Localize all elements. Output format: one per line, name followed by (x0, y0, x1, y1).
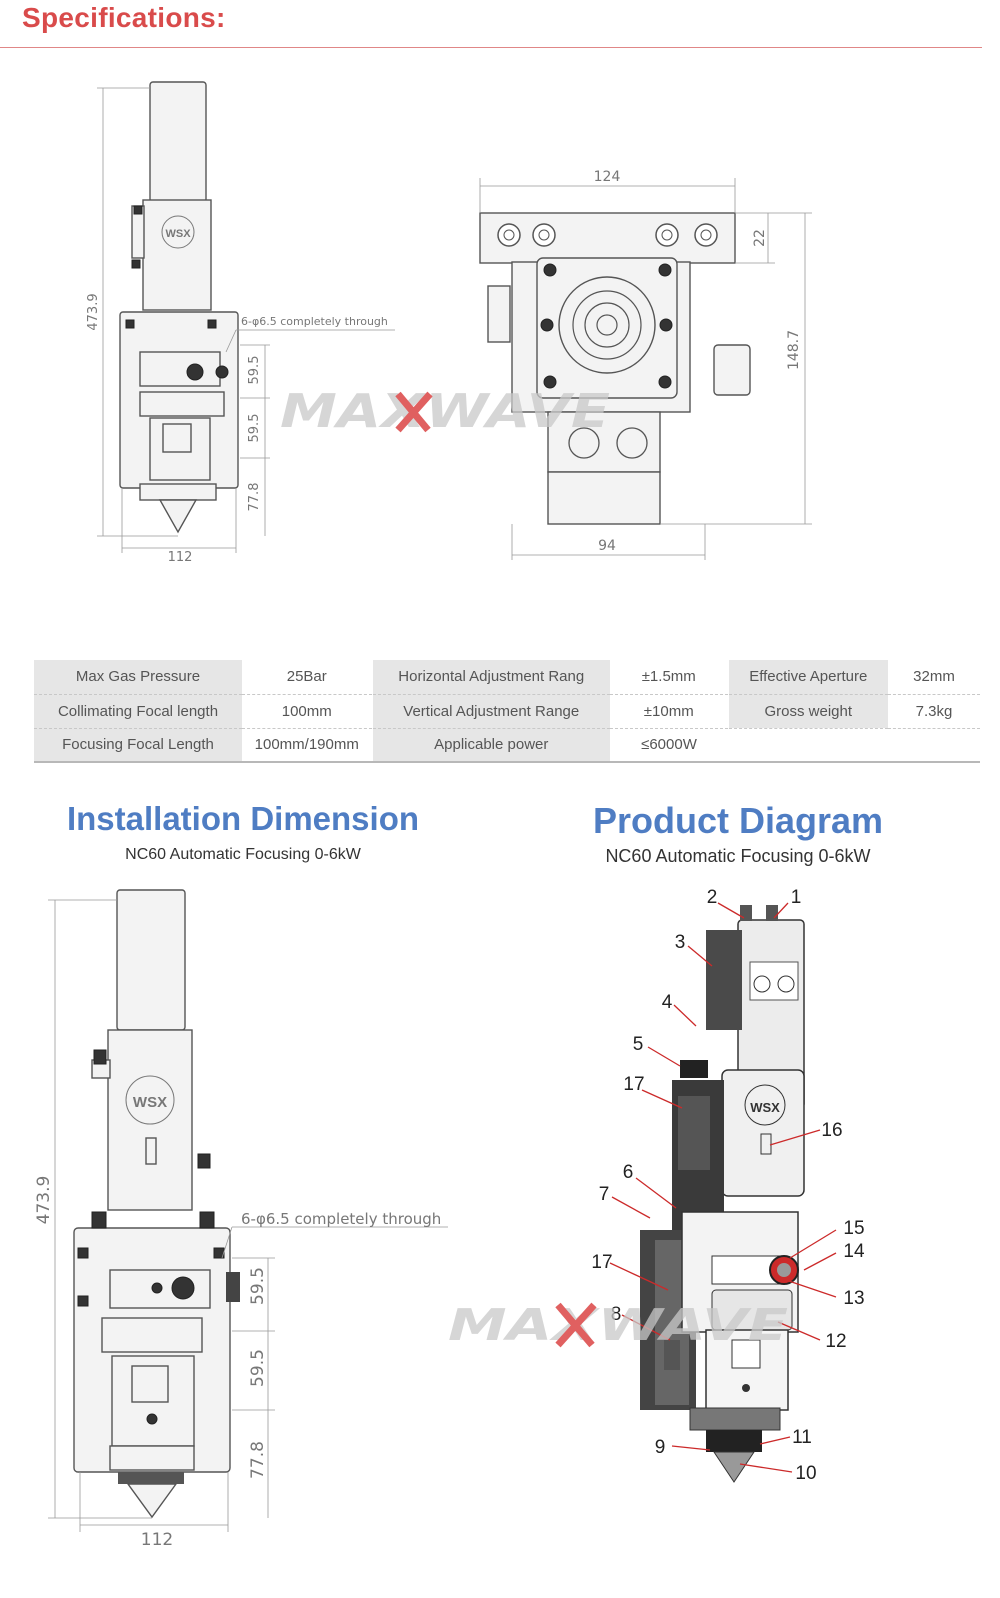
callout-15: 15 (843, 1218, 864, 1239)
callout-4: 4 (662, 992, 673, 1013)
install-height-label: 473.9 (34, 1176, 54, 1225)
side-dim-c: 77.8 (247, 483, 262, 512)
callout-17-lower: 17 (591, 1252, 612, 1273)
table-cell-label: Effective Aperture (727, 660, 888, 695)
table-cell-label: Collimating Focal length (34, 694, 242, 729)
total-height-label: 148.7 (786, 330, 802, 370)
table-cell-empty (728, 728, 888, 763)
table-cell-label: Focusing Focal Length (34, 728, 242, 763)
side-hole-note: 6-φ6.5 completely through (241, 315, 388, 328)
product-illustration: WSX (640, 905, 805, 1483)
side-dim-b: 59.5 (247, 414, 262, 443)
svg-text:WSX: WSX (165, 228, 191, 240)
callout-12: 12 (825, 1331, 846, 1352)
svg-text:WSX: WSX (133, 1094, 167, 1111)
table-cell-empty (888, 728, 980, 763)
table-cell-value: ±10mm (610, 694, 728, 729)
top-width-label: 124 (594, 169, 621, 185)
watermark-x-mark-top (395, 391, 433, 433)
table-cell-label: Horizontal Adjustment Rang (371, 660, 610, 695)
table-cell-label: Applicable power (371, 728, 610, 763)
side-height-label: 473.9 (86, 293, 101, 330)
table-cell-label: Gross weight (727, 694, 888, 729)
callout-8: 8 (611, 1304, 622, 1325)
callout-13: 13 (843, 1288, 864, 1309)
table-row: Collimating Focal length 100mm Vertical … (34, 694, 980, 729)
installation-dimension-subtitle: NC60 Automatic Focusing 0-6kW (125, 846, 361, 863)
install-dim-a: 59.5 (248, 1267, 268, 1305)
callout-5: 5 (633, 1034, 644, 1055)
callout-17-upper: 17 (623, 1074, 644, 1095)
installation-drawing: WSX (48, 889, 448, 1532)
table-cell-value: ±1.5mm (610, 660, 728, 695)
callout-3: 3 (675, 932, 686, 953)
callout-10: 10 (795, 1463, 816, 1484)
svg-text:WSX: WSX (750, 1100, 780, 1115)
bottom-width-label: 94 (598, 538, 616, 554)
callout-14: 14 (843, 1241, 865, 1262)
watermark-top: MAXWAVE (280, 384, 610, 438)
callout-11: 11 (792, 1427, 812, 1448)
table-cell-value: 32mm (888, 660, 980, 695)
install-hole-note: 6-φ6.5 completely through (241, 1210, 441, 1228)
specifications-title: Specifications: (22, 2, 226, 33)
table-cell-value: ≤6000W (610, 728, 728, 763)
table-row: Focusing Focal Length 100mm/190mm Applic… (34, 728, 980, 763)
table-cell-value: 25Bar (242, 660, 372, 695)
table-cell-value: 100mm/190mm (242, 728, 372, 763)
table-cell-value: 100mm (242, 694, 372, 729)
table-cell-label: Vertical Adjustment Range (371, 694, 610, 729)
small-height-label: 22 (752, 229, 768, 247)
side-width-label: 112 (168, 550, 193, 565)
product-diagram-title: Product Diagram (592, 800, 884, 841)
callout-1: 1 (791, 887, 802, 908)
side-view-drawing: WSX (97, 81, 395, 553)
title-divider (0, 47, 982, 48)
install-width-label: 112 (141, 1530, 173, 1550)
watermark-bottom: MAXWAVE (448, 1300, 788, 1351)
callout-6: 6 (623, 1162, 634, 1183)
callout-2: 2 (707, 887, 718, 908)
watermark-x-mark-bottom (555, 1302, 597, 1348)
callout-9: 9 (655, 1437, 666, 1458)
specifications-table: Max Gas Pressure 25Bar Horizontal Adjust… (34, 660, 980, 763)
table-cell-value: 7.3kg (888, 694, 980, 729)
callout-16: 16 (821, 1120, 842, 1141)
callout-leaders (609, 902, 837, 1473)
table-cell-label: Max Gas Pressure (34, 660, 242, 695)
install-dim-c: 77.8 (248, 1441, 268, 1479)
table-row: Max Gas Pressure 25Bar Horizontal Adjust… (34, 660, 980, 695)
side-dim-a: 59.5 (247, 356, 262, 385)
product-diagram-subtitle: NC60 Automatic Focusing 0-6kW (605, 846, 871, 866)
callout-7: 7 (599, 1184, 610, 1205)
install-dim-b: 59.5 (248, 1349, 268, 1387)
installation-dimension-title: Installation Dimension (66, 800, 420, 837)
top-view-drawing (479, 178, 812, 560)
